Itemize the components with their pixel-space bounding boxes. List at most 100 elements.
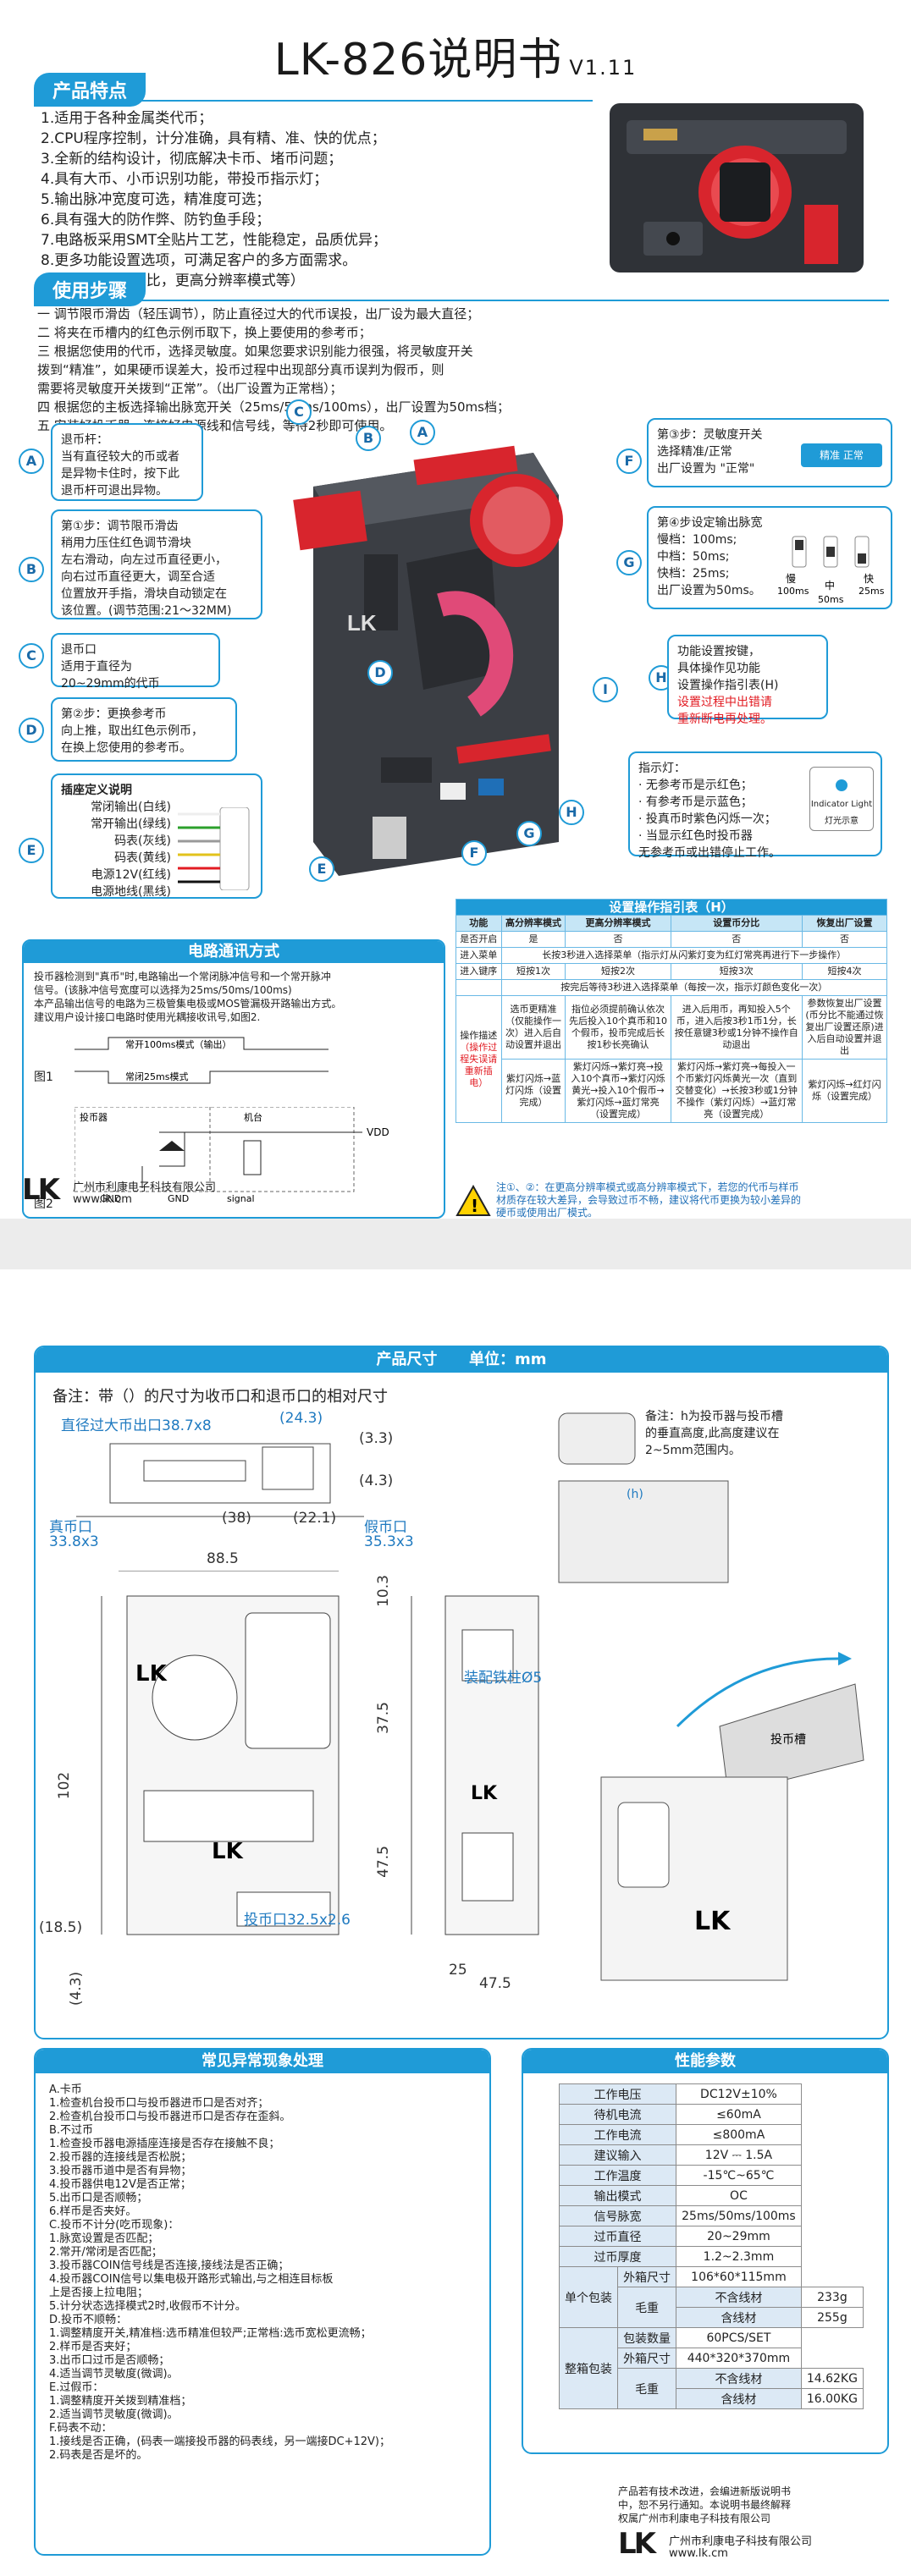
feature-item: 2.CPU程序控制，计分准确，具有精、准、快的优点； — [41, 130, 386, 147]
trouble-item: 4.投币器COIN信号以集电极开路形式输出,与之相连目标板 — [49, 2273, 334, 2286]
trouble-panel: 常见异常现象处理 — [34, 2048, 491, 2556]
warning-line: 材质存在较大差异，会导致过币不畅，建议将代币更换为较小差异的 — [496, 1194, 802, 1206]
dim-102: 102 — [56, 1771, 74, 1800]
param-label: 待机电流 — [558, 2104, 677, 2125]
callout-line: 第①步：调节限币滑齿 — [61, 520, 179, 533]
pack-no-coil: 14.62KG — [800, 2368, 864, 2389]
marker-b: B — [356, 426, 381, 451]
comm-desc-line: 信号。(该脉冲信号宽度可以选择为25ms/50ms/100ms) — [34, 984, 292, 996]
callout-sensitivity: 第③步：灵敏度开关选择精准/正常出厂设置为 "正常" 精准 正常 — [647, 418, 892, 487]
dim-25: 25 — [449, 1962, 467, 1979]
dim-47-5-h: 47.5 — [374, 1846, 392, 1878]
dim-10-3: 10.3 — [374, 1575, 392, 1607]
callout-line: 该位置。(调节范围:21～32MM) — [61, 604, 232, 618]
guide-key-cell: 短按4次 — [801, 963, 888, 980]
marker-c: C — [286, 399, 312, 425]
badge-a: A — [19, 449, 44, 474]
setting-guide-done-row: 紫灯闪烁→蓝灯闪烁（设置完成）紫灯闪烁→紫灯亮→投入10个真币→紫灯闪烁黄光→投… — [456, 1059, 888, 1123]
manual-page-2: 产品尺寸 单位：mm 备注：带（）的尺寸为收币口和退币口的相对尺寸 直径过大币出… — [0, 1269, 911, 2576]
company-url-2: www.lk.cm — [669, 2547, 728, 2560]
trouble-item: B.不过币 — [49, 2124, 94, 2137]
row-confirm-text: 按完后等待3秒进入选择菜单（每按一次，指示灯颜色变化一次） — [500, 979, 888, 996]
warning-line: 硬币或使用出厂模式。 — [496, 1207, 599, 1219]
callout-line: 位置放开手指，滑块自动锁定在 — [61, 587, 227, 601]
callout-line: 稍用力压住红色调节滑块 — [61, 537, 191, 550]
dimension-note: 备注：带（）的尺寸为收币口和退币口的相对尺寸 — [52, 1388, 388, 1406]
dim-note-line: 2~5mm范围内。 — [645, 1444, 741, 1457]
pack-with-coil: 255g — [800, 2307, 864, 2328]
page-separator — [0, 1219, 911, 1269]
feature-item: 5.输出脉冲宽度可选，精准度可选； — [41, 191, 271, 208]
trouble-item: E.过假币： — [49, 2381, 104, 2394]
guide-op-note: （操作过程失误请重新插电） — [460, 1041, 498, 1088]
indicator-light-icon — [836, 779, 848, 791]
param-label: 输出模式 — [558, 2185, 677, 2206]
dim-exit-big: 直径过大币出口38.7x8 — [61, 1417, 212, 1434]
feature-item: 6.具有强大的防作弊、防钓鱼手段； — [41, 212, 271, 228]
pack-with-coil: 16.00KG — [800, 2388, 864, 2409]
dim-4-3b: (4.3) — [68, 1971, 86, 2006]
callout-line: 设置操作指引表(H) — [677, 679, 779, 692]
param-row: 工作温度-15℃~65℃ — [558, 2165, 864, 2186]
dim-4-3a: (4.3) — [359, 1472, 394, 1489]
dimension-unit: 单位：mm — [469, 1351, 547, 1368]
callout-line: 中档：50ms; — [657, 550, 730, 564]
callout-pulse-width: 第④步设定输出脉宽慢档：100ms;中档：50ms;快档：25ms;出厂设置为5… — [647, 506, 892, 609]
callout-line: · 有参考币是示蓝色； — [638, 795, 753, 809]
device-illustration: LK — [293, 445, 563, 876]
trouble-item: 4.适当调节灵敏度(微调)。 — [49, 2368, 179, 2381]
company-url-1: www.lk.cm — [73, 1193, 132, 1206]
fig2-label: 图2 — [34, 1197, 53, 1211]
circuit-gnd2: GND — [168, 1193, 189, 1204]
switch-precise: 精准 — [820, 449, 841, 461]
dial-slow: 慢 — [786, 573, 796, 585]
callout-line: 退币杆可退出异物。 — [61, 484, 168, 498]
dial-50ms: 50ms — [818, 594, 844, 605]
connector-pin: 常开输出(绿线) — [91, 817, 171, 831]
product-photo-top — [610, 103, 864, 272]
guide-header-cell: 更高分辨率模式 — [565, 915, 671, 932]
company-name-2: 广州市利康电子科技有限公司 — [669, 2535, 813, 2548]
setting-guide-op-row: 操作描述（操作过程失误请重新插电）选币更精准（仅能操作一次）进入后自动设置并退出… — [456, 995, 888, 1123]
marker-a: A — [410, 420, 435, 445]
callout-connector: 插座定义说明 常闭输出(白线)常开输出(绿线)码表(灰线)码表(黄线)电源12V… — [51, 773, 262, 899]
param-value: 25ms/50ms/100ms — [676, 2205, 802, 2226]
callout-ref-coin: 第②步：更换参考币向上推，取出红色示例币，在换上您使用的参考币。 — [51, 697, 237, 762]
usage-rule — [34, 300, 889, 301]
marker-f: F — [461, 840, 487, 866]
guide-done-cell: 紫灯闪烁→紫灯亮→投入10个真币→紫灯闪烁黄光→投入10个假币→紫灯闪烁→蓝灯常… — [565, 1059, 671, 1123]
circuit-host: 机台 — [244, 1111, 262, 1123]
dim-37-5: 37.5 — [374, 1702, 392, 1734]
pack-label: 单个包装 — [558, 2266, 619, 2328]
front-view-drawing: LK LK — [101, 1571, 340, 1935]
comm-desc-line: 投币器检测到"真币"时,电路输出一个常闭脉冲信号和一个常开脉冲 — [34, 971, 331, 983]
callout-warning-line: 重新断电再处理。 — [677, 713, 772, 726]
comm-heading: 电路通讯方式 — [24, 941, 444, 963]
marker-i: I — [593, 677, 618, 702]
connector-pin: 电源12V(红线) — [91, 868, 171, 882]
row-enter-text: 长按3秒进入选择菜单（指示灯从闪紫灯变为红灯常亮再进行下一步操作） — [500, 947, 888, 964]
setting-guide-header: 功能高分辨率模式更高分辨率模式设置币分比恢复出厂设置 — [456, 915, 888, 932]
pack-gross-label: 毛重 — [617, 2287, 677, 2328]
param-value: OC — [676, 2185, 802, 2206]
param-label: 过币厚度 — [558, 2246, 677, 2267]
param-label: 工作电压 — [558, 2083, 677, 2105]
guide-op-cell: 选币更精准（仅能操作一次）进入后自动设置并退出 — [500, 995, 566, 1060]
setting-guide-title: 设置操作指引表（H） — [456, 899, 887, 916]
trouble-item: 2.样币是否夹好； — [49, 2341, 137, 2353]
callout-line: · 当显示红色时投币器 — [638, 829, 753, 843]
pack-size-label: 外箱尺寸 — [617, 2348, 677, 2369]
title-version: V1.11 — [569, 56, 638, 80]
guide-default-cell: 否 — [670, 931, 803, 948]
disclaimer: 产品若有技术改进，会编进新版说明书中，恕不另行通知。本说明书最终解释权属广州市利… — [618, 2485, 791, 2525]
trouble-item: 3.出币口过币是否顺畅； — [49, 2354, 170, 2367]
sensitivity-text: 第③步：灵敏度开关选择精准/正常出厂设置为 "正常" — [657, 427, 882, 477]
feature-item: 4.具有大币、小币识别功能，带投币指示灯； — [41, 171, 329, 188]
param-value: 12V ⎓ 1.5A — [676, 2144, 802, 2166]
trouble-item: 5.出币口是否顺畅； — [49, 2192, 148, 2204]
trouble-item: 1.检查投币器电源插座连接是否存在接触不良； — [49, 2138, 280, 2150]
usage-item: 需要将灵敏度开关拨到“正常”。（出厂设置为正常档）； — [37, 381, 343, 396]
